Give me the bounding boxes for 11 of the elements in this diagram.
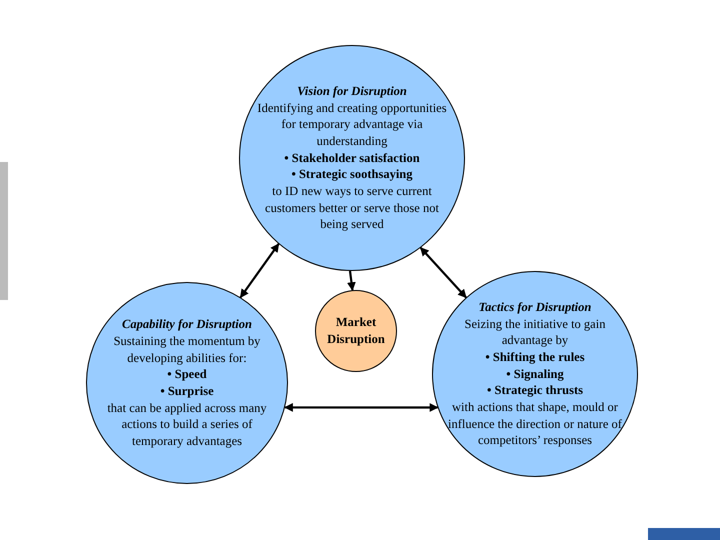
double-arrow (420, 247, 467, 298)
double-arrow (347, 270, 356, 292)
circle-description: Identifying and creating opportunities for temporary advantage via understanding • Stakeholder satisfaction • Strategic soothsaying to ID new ways to serve current customers better or serve those not being served (256, 100, 448, 234)
circle-label: Market Disruption (326, 314, 386, 348)
circle-description: Seizing the initiative to gain advantage by • Shifting the rules • Signaling • Strategic thrusts with actions that shape, mould or influence the direction or nature of competitors’ responses (447, 316, 623, 450)
double-arrow (284, 403, 438, 412)
circle-heading: Vision for Disruption (296, 82, 408, 100)
circle-description: Sustaining the momentum by developing abilities for: • Speed • Surprise that can be applied across many actions to build a series of temporary advantages (106, 332, 268, 450)
circle-heading: Tactics for Disruption (478, 298, 592, 316)
circle-heading: Capability for Disruption (121, 316, 253, 333)
double-arrow (240, 243, 280, 298)
